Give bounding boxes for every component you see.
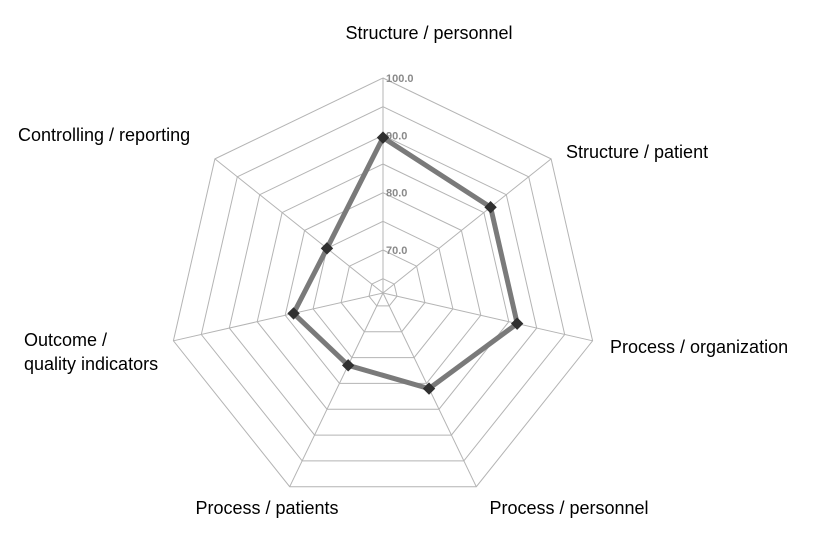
grid-ring — [256, 163, 510, 410]
axis-label: Process / personnel — [489, 498, 648, 518]
spoke-line — [382, 158, 552, 294]
series — [287, 131, 524, 395]
data-point-marker — [484, 201, 497, 214]
data-point-marker — [320, 242, 334, 255]
axis-label: Controlling / reporting — [18, 125, 190, 145]
grid-ring — [368, 278, 398, 307]
axis-label: Process / patients — [195, 498, 338, 518]
data-point-marker — [422, 382, 436, 395]
grid-ring — [200, 106, 566, 462]
data-point-marker — [341, 359, 355, 372]
grid — [172, 77, 594, 488]
data-point-marker — [510, 317, 524, 330]
grid-ring — [228, 134, 538, 436]
spoke-line — [173, 292, 384, 342]
spoke-line — [289, 292, 384, 487]
data-point-marker — [287, 307, 300, 320]
spoke-line — [382, 292, 593, 342]
axis-label: Process / organization — [610, 337, 788, 357]
grid-ring — [284, 192, 482, 384]
grid-ring — [340, 249, 426, 333]
tick-label: 70.0 — [386, 245, 407, 257]
tick-label: 90.0 — [386, 130, 407, 142]
data-point-marker — [376, 131, 390, 144]
grid-ring — [312, 220, 454, 359]
axis-label: Outcome /quality indicators — [24, 330, 158, 374]
axis-label: Structure / personnel — [345, 23, 512, 43]
grid-ring — [172, 77, 594, 488]
series-line — [291, 135, 520, 392]
radial-ticks: 70.0 80.0 90.0 100.0 — [386, 73, 414, 257]
tick-label: 100.0 — [386, 73, 414, 85]
tick-label: 80.0 — [386, 188, 407, 200]
spoke-line — [214, 158, 384, 294]
axis-label: Structure / patient — [566, 142, 708, 162]
